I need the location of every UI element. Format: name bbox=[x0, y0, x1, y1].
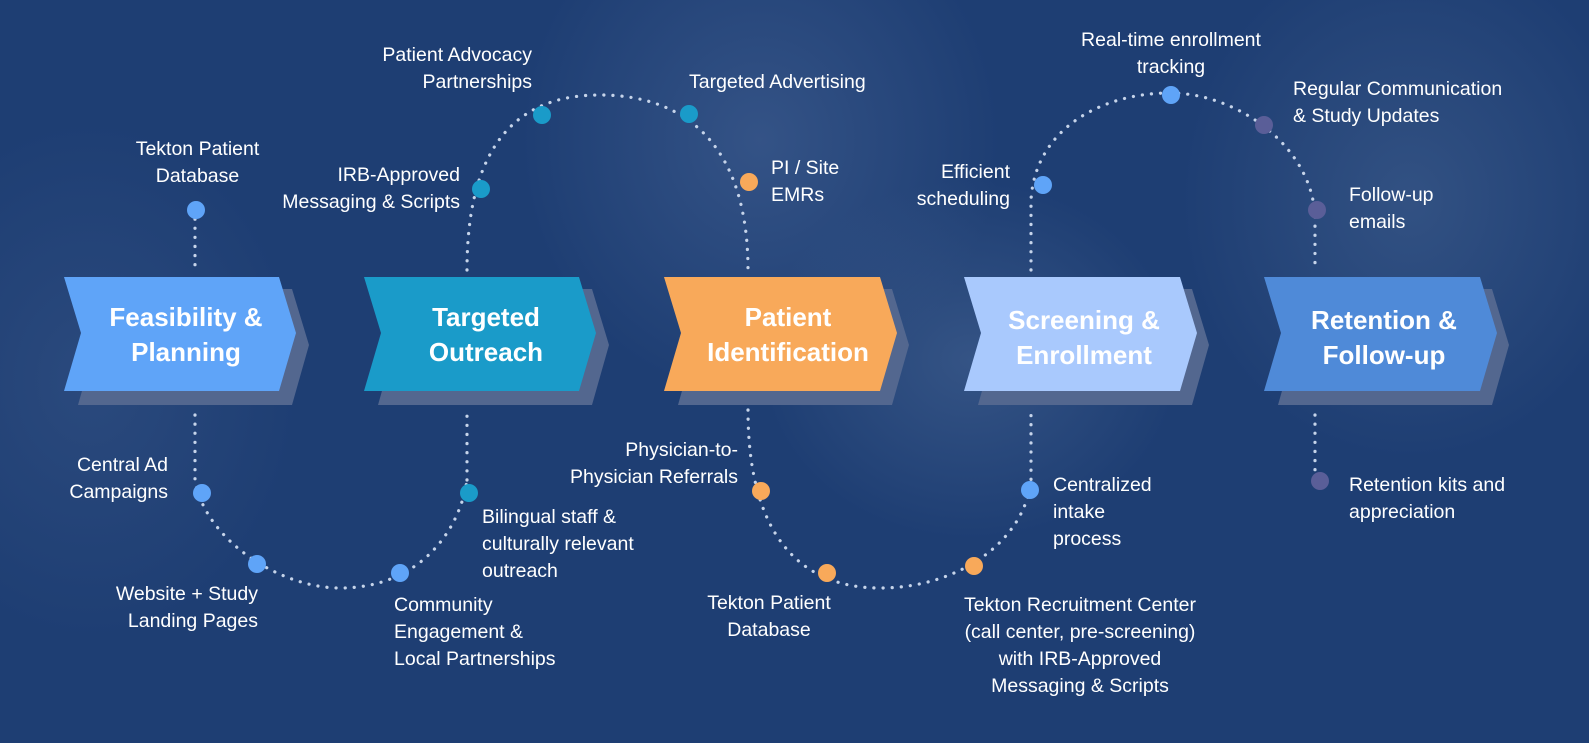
connector-feasibility-bottom bbox=[193, 413, 469, 590]
stage-chevron bbox=[664, 277, 897, 391]
node-dot bbox=[1311, 472, 1329, 490]
label-realtime-tracking: Real-time enrollment tracking bbox=[1081, 29, 1261, 78]
label-community-engagement: Community Engagement & Local Partnership… bbox=[394, 594, 556, 670]
label-efficient-scheduling: Efficient scheduling bbox=[916, 161, 1010, 210]
node-dot bbox=[818, 564, 836, 582]
label-central-ad-campaigns: Central Ad Campaigns bbox=[69, 454, 168, 503]
node-dot bbox=[680, 105, 698, 123]
node-dot bbox=[460, 484, 478, 502]
label-centralized-intake: Centralized intake process bbox=[1053, 474, 1152, 550]
node-dot bbox=[187, 201, 205, 219]
node-dot bbox=[533, 106, 551, 124]
label-tekton-patient-database-bottom: Tekton Patient Database bbox=[707, 592, 831, 641]
stage-screening bbox=[964, 277, 1209, 405]
label-bilingual-staff: Bilingual staff & culturally relevant ou… bbox=[482, 506, 634, 582]
node-dot bbox=[1021, 481, 1039, 499]
node-dots bbox=[187, 86, 1329, 582]
node-dot bbox=[1034, 176, 1052, 194]
node-dot bbox=[752, 482, 770, 500]
label-regular-communication: Regular Communication & Study Updates bbox=[1293, 78, 1503, 127]
stage-chevron bbox=[364, 277, 596, 391]
label-recruitment-center: Tekton Recruitment Center (call center, … bbox=[964, 594, 1196, 697]
label-website-landing-pages: Website + Study Landing Pages bbox=[115, 583, 258, 632]
stage-chevron bbox=[64, 277, 296, 391]
label-tekton-patient-database-top: Tekton Patient Database bbox=[135, 138, 260, 187]
stage-chevron bbox=[1264, 277, 1497, 391]
connector-outreach-arc bbox=[465, 93, 750, 272]
node-dot bbox=[1308, 201, 1326, 219]
stage-outreach bbox=[364, 277, 609, 405]
node-dot bbox=[1255, 116, 1273, 134]
label-pi-site-emrs: PI / Site EMRs bbox=[771, 157, 840, 206]
label-physician-referrals: Physician-to- Physician Referrals bbox=[570, 439, 738, 488]
node-dot bbox=[965, 557, 983, 575]
label-irb-approved-messaging: IRB-Approved Messaging & Scripts bbox=[282, 164, 460, 213]
node-dot bbox=[472, 180, 490, 198]
node-dot bbox=[248, 555, 266, 573]
label-patient-advocacy: Patient Advocacy Partnerships bbox=[382, 44, 532, 93]
node-dot bbox=[391, 564, 409, 582]
stage-feasibility bbox=[64, 277, 309, 405]
label-targeted-advertising: Targeted Advertising bbox=[689, 71, 866, 93]
node-dot bbox=[1162, 86, 1180, 104]
node-dot bbox=[740, 173, 758, 191]
stage-retention bbox=[1264, 277, 1509, 405]
connector-screening-arc bbox=[1029, 91, 1317, 272]
connector-identification-arc bbox=[746, 408, 1033, 590]
node-dot bbox=[193, 484, 211, 502]
stage-identification bbox=[664, 277, 909, 405]
label-retention-kits: Retention kits and appreciation bbox=[1349, 474, 1506, 523]
stage-chevron bbox=[964, 277, 1197, 391]
label-followup-emails: Follow-up emails bbox=[1349, 184, 1434, 233]
